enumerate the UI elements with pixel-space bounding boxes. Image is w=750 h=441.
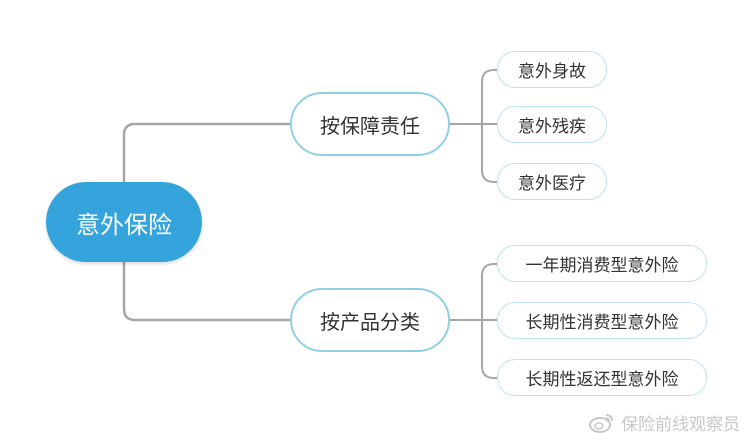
leaf-node: 意外残疾 bbox=[497, 106, 607, 143]
root-node-label: 意外保险 bbox=[76, 210, 172, 239]
branch-node-label: 按产品分类 bbox=[320, 309, 420, 334]
leaf-node: 长期性消费型意外险 bbox=[497, 302, 707, 339]
leaf-node: 意外身故 bbox=[497, 51, 607, 88]
leaf-node-label: 意外医疗 bbox=[518, 174, 586, 194]
leaf-node-label: 长期性返还型意外险 bbox=[525, 370, 679, 390]
weibo-logo-icon bbox=[589, 413, 613, 433]
watermark-text: 保险前线观察员 bbox=[621, 415, 740, 435]
leaf-node-label: 长期性消费型意外险 bbox=[525, 313, 679, 333]
root-node: 意外保险 bbox=[46, 182, 202, 262]
leaf-node-label: 一年期消费型意外险 bbox=[525, 256, 679, 276]
leaf-node: 长期性返还型意外险 bbox=[497, 359, 707, 396]
connector-root-to-branch-2 bbox=[122, 262, 290, 322]
leaf-node: 一年期消费型意外险 bbox=[497, 245, 707, 282]
connector-root-to-branch-1 bbox=[122, 122, 290, 182]
leaf-node-label: 意外身故 bbox=[518, 62, 586, 82]
watermark: 保险前线观察员 bbox=[589, 410, 740, 435]
leaf-node: 意外医疗 bbox=[497, 163, 607, 200]
connector-branch-1-to-leaves bbox=[450, 69, 498, 183]
branch-node-label: 按保障责任 bbox=[320, 113, 420, 138]
connector-branch-2-to-leaves bbox=[450, 263, 498, 379]
branch-node-product-category: 按产品分类 bbox=[290, 288, 450, 352]
leaf-node-label: 意外残疾 bbox=[518, 117, 586, 137]
branch-node-responsibility: 按保障责任 bbox=[290, 92, 450, 156]
